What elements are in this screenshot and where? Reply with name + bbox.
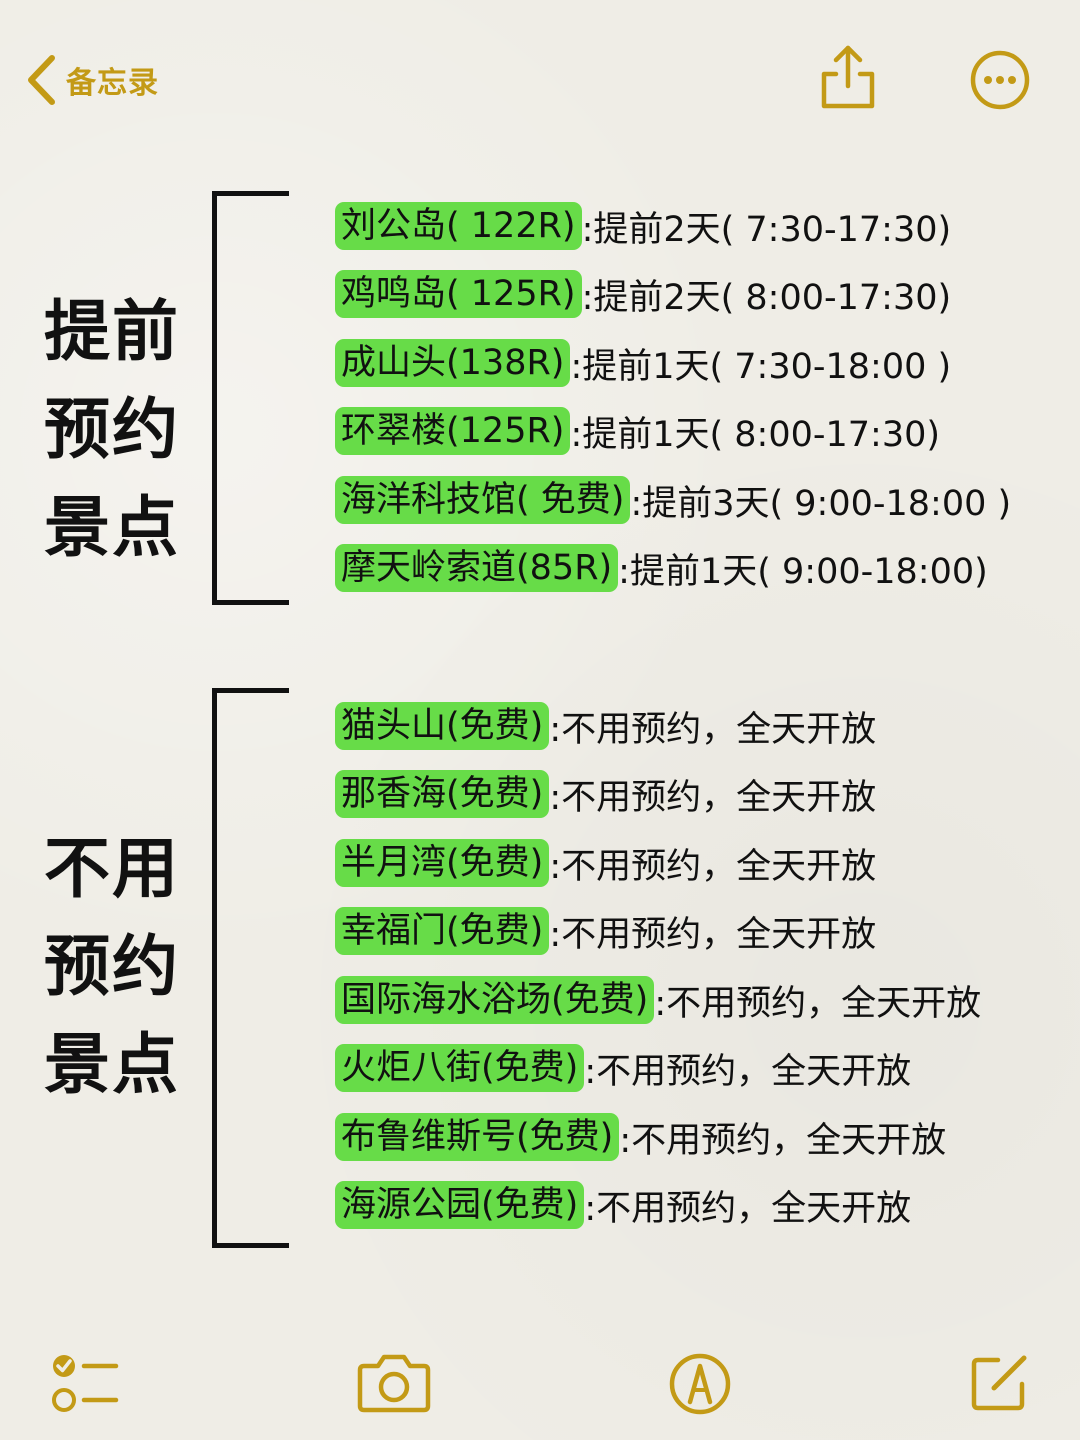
section-label-line: 不用 bbox=[44, 830, 180, 907]
list-item: 火炬八街(免费) :不用预约，全天开放 bbox=[335, 1043, 911, 1093]
share-button[interactable] bbox=[818, 42, 878, 112]
camera-button[interactable] bbox=[356, 1352, 432, 1414]
list-item: 猫头山(免费) :不用预约，全天开放 bbox=[335, 701, 876, 751]
list-item: 半月湾(免费) :不用预约，全天开放 bbox=[335, 838, 876, 888]
attraction-name: 刘公岛( 122R) bbox=[335, 202, 582, 250]
attraction-detail: :提前1天( 8:00-17:30) bbox=[570, 414, 941, 455]
list-item: 布鲁维斯号(免费) :不用预约，全天开放 bbox=[335, 1112, 946, 1162]
chevron-left-icon bbox=[28, 55, 55, 105]
compose-icon bbox=[971, 1355, 1027, 1411]
markup-button[interactable] bbox=[668, 1352, 732, 1416]
checklist-button[interactable] bbox=[48, 1350, 120, 1416]
attraction-name: 猫头山(免费) bbox=[335, 702, 550, 750]
list-item: 环翠楼(125R) :提前1天( 8:00-17:30) bbox=[335, 406, 940, 456]
attraction-detail: :提前2天( 8:00-17:30) bbox=[581, 277, 952, 318]
attraction-detail: :不用预约，全天开放 bbox=[584, 1188, 912, 1229]
attraction-detail: :不用预约，全天开放 bbox=[549, 914, 877, 955]
attraction-name: 那香海(免费) bbox=[335, 770, 550, 818]
attraction-detail: :提前3天( 9:00-18:00 ) bbox=[630, 483, 1012, 524]
attraction-name: 火炬八街(免费) bbox=[335, 1044, 585, 1092]
attraction-name: 成山头(138R) bbox=[335, 339, 571, 387]
back-label: 备忘录 bbox=[66, 66, 159, 101]
section-label-line: 预约 bbox=[44, 391, 180, 468]
list-item: 国际海水浴场(免费) :不用预约，全天开放 bbox=[335, 975, 981, 1025]
attraction-detail: :提前1天( 9:00-18:00) bbox=[618, 551, 988, 592]
attraction-name: 幸福门(免费) bbox=[335, 907, 550, 955]
attraction-name: 半月湾(免费) bbox=[335, 839, 550, 887]
attraction-name: 海源公园(免费) bbox=[335, 1181, 585, 1229]
compose-button[interactable] bbox=[968, 1350, 1032, 1414]
list-item: 鸡鸣岛( 125R) :提前2天( 8:00-17:30) bbox=[335, 269, 951, 319]
attraction-detail: :不用预约，全天开放 bbox=[584, 1051, 912, 1092]
list-item: 那香海(免费) :不用预约，全天开放 bbox=[335, 769, 876, 819]
section-label-reserve: 提前 预约 景点 bbox=[44, 283, 194, 577]
attraction-detail: :提前1天( 7:30-18:00 ) bbox=[570, 346, 952, 387]
section-bracket-reserve bbox=[212, 191, 289, 605]
back-button[interactable]: 备忘录 bbox=[24, 50, 159, 110]
section-bracket-no-reserve bbox=[212, 688, 289, 1248]
list-item: 海源公园(免费) :不用预约，全天开放 bbox=[335, 1180, 911, 1230]
camera-icon bbox=[357, 1354, 431, 1413]
attraction-detail: :不用预约，全天开放 bbox=[549, 709, 877, 750]
section-label-no-reserve: 不用 预约 景点 bbox=[44, 820, 194, 1114]
list-item: 海洋科技馆( 免费) :提前3天( 9:00-18:00 ) bbox=[335, 475, 1011, 525]
attraction-name: 海洋科技馆( 免费) bbox=[335, 476, 631, 524]
section-label-line: 提前 bbox=[44, 293, 180, 370]
list-item: 摩天岭索道(85R) :提前1天( 9:00-18:00) bbox=[335, 543, 988, 593]
section-label-line: 预约 bbox=[44, 928, 180, 1005]
checklist-icon bbox=[52, 1355, 119, 1412]
share-icon bbox=[821, 45, 875, 109]
section-label-line: 景点 bbox=[44, 489, 180, 566]
attraction-detail: :提前2天( 7:30-17:30) bbox=[581, 209, 952, 250]
more-ellipsis-icon bbox=[970, 50, 1030, 110]
list-item: 幸福门(免费) :不用预约，全天开放 bbox=[335, 906, 876, 956]
more-options-button[interactable] bbox=[968, 48, 1032, 112]
attraction-name: 环翠楼(125R) bbox=[335, 407, 571, 455]
attraction-name: 布鲁维斯号(免费) bbox=[335, 1113, 620, 1161]
attraction-name: 鸡鸣岛( 125R) bbox=[335, 270, 582, 318]
attraction-detail: :不用预约，全天开放 bbox=[549, 777, 877, 818]
list-item: 成山头(138R) :提前1天( 7:30-18:00 ) bbox=[335, 338, 951, 388]
list-item: 刘公岛( 122R) :提前2天( 7:30-17:30) bbox=[335, 201, 951, 251]
attraction-name: 国际海水浴场(免费) bbox=[335, 976, 655, 1024]
markup-pen-icon bbox=[669, 1353, 731, 1415]
attraction-detail: :不用预约，全天开放 bbox=[654, 983, 982, 1024]
attraction-detail: :不用预约，全天开放 bbox=[619, 1120, 947, 1161]
section-label-line: 景点 bbox=[44, 1026, 180, 1103]
attraction-name: 摩天岭索道(85R) bbox=[335, 544, 619, 592]
attraction-detail: :不用预约，全天开放 bbox=[549, 846, 877, 887]
